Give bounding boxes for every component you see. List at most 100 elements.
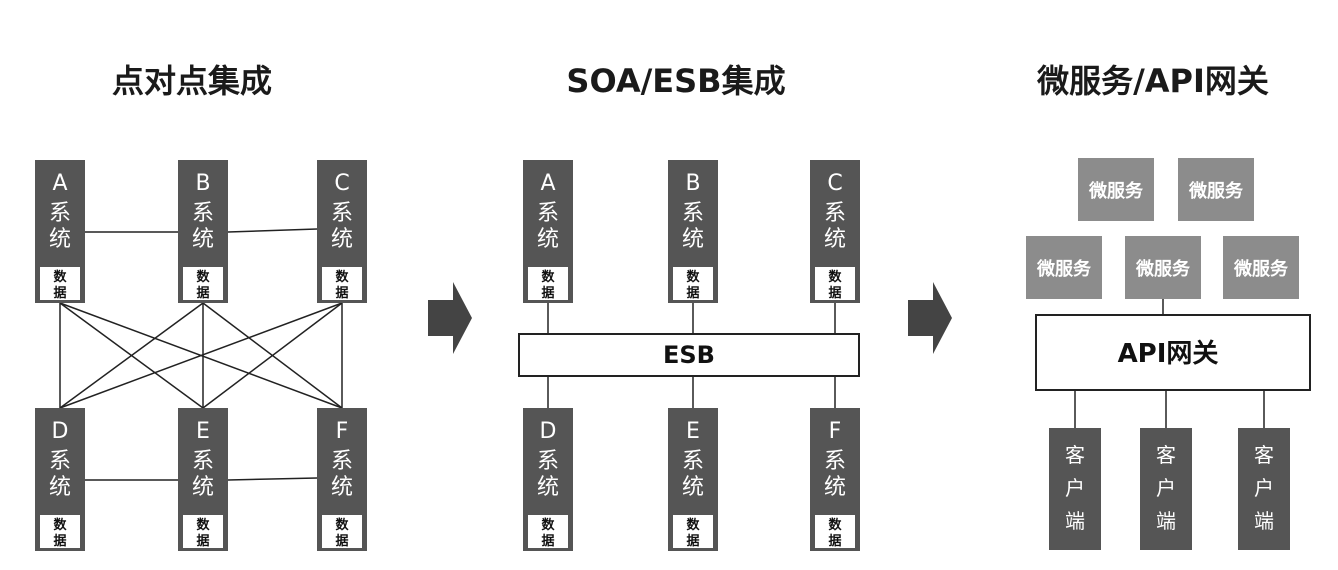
- data-store-label-char: 数: [686, 269, 700, 285]
- system-letter: A: [52, 171, 67, 196]
- system-label-char: 统: [824, 475, 846, 500]
- p2p-link: [227, 477, 318, 481]
- p2p-link: [227, 228, 318, 233]
- microservice-box: [1026, 236, 1102, 299]
- client-label-char: 户: [1065, 476, 1085, 500]
- data-store-label-char: 数: [196, 517, 210, 533]
- data-store-label-char: 据: [196, 285, 209, 301]
- p2p-link: [59, 302, 204, 409]
- data-store: [528, 267, 568, 300]
- soa-title: SOA/ESB集成: [566, 62, 785, 100]
- system-label-char: 系: [192, 201, 214, 226]
- system-letter: C: [827, 171, 842, 196]
- data-store-label-char: 据: [196, 533, 209, 549]
- system-label-char: 统: [682, 227, 704, 252]
- arrow-right-icon: [908, 282, 952, 354]
- system-label-char: 统: [824, 227, 846, 252]
- system-label-char: 统: [331, 475, 353, 500]
- p2p-link: [59, 302, 343, 409]
- client-label-char: 端: [1156, 509, 1176, 533]
- data-store: [40, 267, 80, 300]
- system-letter: D: [52, 419, 69, 444]
- data-store: [528, 515, 568, 548]
- data-store-label-char: 数: [541, 517, 555, 533]
- data-store-label-char: 据: [335, 285, 348, 301]
- data-store-label-char: 数: [335, 517, 349, 533]
- system-label-char: 系: [682, 449, 704, 474]
- microservice-box: [1125, 236, 1201, 299]
- system-label-char: 系: [331, 449, 353, 474]
- system-letter: D: [540, 419, 557, 444]
- client-label-char: 客: [1065, 443, 1085, 467]
- p2p-connections: [59, 228, 343, 481]
- data-store-label-char: 据: [53, 533, 66, 549]
- data-store: [322, 267, 362, 300]
- client-label-char: 户: [1156, 476, 1176, 500]
- data-store: [815, 515, 855, 548]
- system-letter: C: [334, 171, 349, 196]
- data-store-label-char: 数: [686, 517, 700, 533]
- system-label-char: 统: [682, 475, 704, 500]
- system-label-char: 统: [49, 475, 71, 500]
- data-store-label-char: 据: [828, 533, 841, 549]
- microservice-label: 微服务: [1036, 258, 1092, 280]
- system-label-char: 系: [331, 201, 353, 226]
- microservice-label: 微服务: [1088, 180, 1144, 202]
- system-label-char: 系: [49, 201, 71, 226]
- api-gateway: API网关: [1035, 314, 1311, 391]
- data-store: [183, 267, 223, 300]
- system-letter: E: [686, 419, 700, 444]
- data-store-label-char: 据: [53, 285, 66, 301]
- system-letter: B: [685, 171, 700, 196]
- client-label-char: 户: [1254, 476, 1274, 500]
- microservice-box: [1223, 236, 1299, 299]
- system-label-char: 统: [331, 227, 353, 252]
- data-store: [815, 267, 855, 300]
- client-box: [1140, 428, 1192, 550]
- p2p-title: 点对点集成: [112, 62, 272, 100]
- data-store-label-char: 据: [686, 533, 699, 549]
- client-box: [1049, 428, 1101, 550]
- system-letter: F: [336, 419, 349, 444]
- data-store-label-char: 数: [53, 269, 67, 285]
- system-label-char: 统: [192, 227, 214, 252]
- system-label-char: 系: [192, 449, 214, 474]
- data-store-label-char: 据: [335, 533, 348, 549]
- data-store-label-char: 据: [541, 285, 554, 301]
- system-label-char: 系: [824, 201, 846, 226]
- microservice-label: 微服务: [1135, 258, 1191, 280]
- data-store-label-char: 据: [686, 285, 699, 301]
- data-store: [673, 267, 713, 300]
- data-store-label-char: 据: [828, 285, 841, 301]
- client-label-char: 端: [1254, 509, 1274, 533]
- esb-bar: [518, 333, 860, 377]
- system-label-char: 统: [49, 227, 71, 252]
- microservice-label: 微服务: [1233, 258, 1289, 280]
- system-letter: A: [540, 171, 555, 196]
- system-letter: B: [195, 171, 210, 196]
- p2p-link: [202, 302, 343, 409]
- microservice-label: 微服务: [1188, 180, 1244, 202]
- system-label-char: 统: [537, 475, 559, 500]
- system-label-char: 统: [192, 475, 214, 500]
- arrow-right-icon: [428, 282, 472, 354]
- microservices: 微服务微服务微服务微服务微服务: [1026, 158, 1299, 299]
- data-store: [40, 515, 80, 548]
- soa-connections: [547, 303, 836, 408]
- client-box: [1238, 428, 1290, 550]
- data-store: [322, 515, 362, 548]
- system-letter: E: [196, 419, 210, 444]
- data-store: [673, 515, 713, 548]
- system-label-char: 系: [682, 201, 704, 226]
